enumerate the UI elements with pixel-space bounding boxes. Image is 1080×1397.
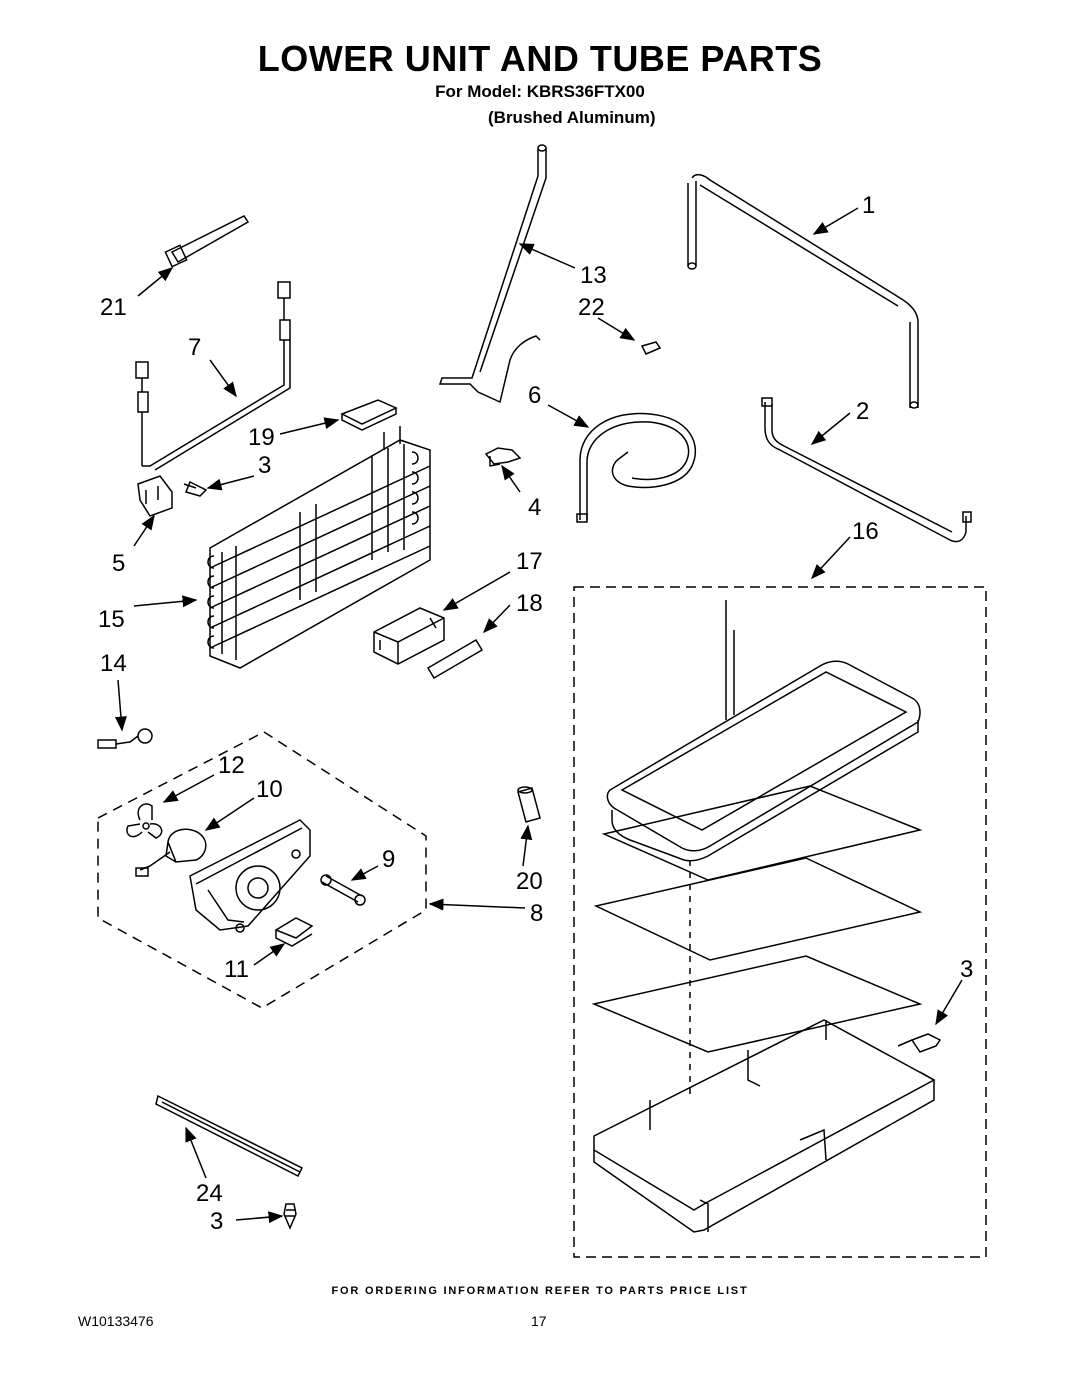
callout-20: 20 bbox=[516, 868, 543, 895]
callout-10: 10 bbox=[256, 776, 283, 803]
page-number: 17 bbox=[531, 1313, 547, 1329]
callout-6: 6 bbox=[528, 382, 542, 409]
part-19-pad bbox=[342, 400, 396, 430]
part-10-motor bbox=[136, 829, 206, 876]
part-8-fan-assembly-box bbox=[98, 732, 426, 1008]
part-11-clip bbox=[276, 918, 312, 946]
part-21-cable-tie bbox=[165, 216, 248, 267]
part-3-screw-right bbox=[898, 1034, 940, 1052]
part-16-drain-pan bbox=[607, 600, 920, 861]
callout-9: 9 bbox=[382, 846, 396, 873]
finish-line: (Brushed Aluminum) bbox=[488, 108, 656, 127]
part-15-evaporator bbox=[208, 426, 430, 668]
part-2-tube bbox=[762, 398, 971, 542]
part-7-harness bbox=[136, 282, 290, 470]
callout-11: 11 bbox=[224, 956, 249, 983]
part-4-clip bbox=[486, 448, 520, 466]
leader-lines bbox=[114, 208, 962, 1224]
callout-16: 16 bbox=[852, 518, 879, 545]
part-16-insulation-sheets bbox=[594, 786, 920, 1100]
part-5-bracket bbox=[138, 476, 172, 516]
callout-7: 7 bbox=[188, 334, 202, 361]
callout-4: 4 bbox=[528, 494, 542, 521]
part-3-screw bbox=[184, 482, 206, 496]
part-14-sensor bbox=[98, 729, 152, 748]
part-22-clip bbox=[642, 342, 660, 354]
callout-1: 1 bbox=[862, 192, 876, 219]
callout-2: 2 bbox=[856, 398, 870, 425]
callout-18: 18 bbox=[516, 590, 543, 617]
callout-15: 15 bbox=[98, 606, 125, 633]
part-8-shroud bbox=[190, 820, 310, 932]
ordering-note: FOR ORDERING INFORMATION REFER TO PARTS … bbox=[331, 1285, 749, 1297]
callout-8: 8 bbox=[530, 900, 544, 927]
callout-3-a: 3 bbox=[258, 452, 272, 479]
part-16-drain-pan-box bbox=[574, 587, 986, 1257]
part-17-bracket bbox=[374, 608, 444, 664]
part-16-pan-cover bbox=[594, 1020, 934, 1232]
part-6-tube bbox=[577, 413, 695, 522]
callout-14: 14 bbox=[100, 650, 127, 677]
part-20-sleeve bbox=[518, 787, 540, 822]
part-18-plate bbox=[428, 640, 482, 678]
page-title: LOWER UNIT AND TUBE PARTS bbox=[257, 38, 823, 79]
callout-13: 13 bbox=[580, 262, 607, 289]
document-number: W10133476 bbox=[78, 1313, 154, 1329]
part-12-fan-blade bbox=[127, 804, 162, 838]
callout-24: 24 bbox=[196, 1180, 223, 1207]
callout-19: 19 bbox=[248, 424, 275, 451]
part-9-strap bbox=[321, 875, 365, 905]
model-line: For Model: KBRS36FTX00 bbox=[435, 82, 645, 101]
callout-3-c: 3 bbox=[210, 1208, 224, 1235]
part-24-rail bbox=[156, 1096, 302, 1176]
part-13-tube bbox=[440, 145, 546, 402]
callout-21: 21 bbox=[100, 294, 127, 321]
callout-5: 5 bbox=[112, 550, 126, 577]
part-1-tube bbox=[688, 175, 918, 408]
callout-3-b: 3 bbox=[960, 956, 974, 983]
part-3-screw-lower bbox=[284, 1204, 296, 1228]
callout-22: 22 bbox=[578, 294, 605, 321]
callout-17: 17 bbox=[516, 548, 543, 575]
callout-12: 12 bbox=[218, 752, 245, 779]
